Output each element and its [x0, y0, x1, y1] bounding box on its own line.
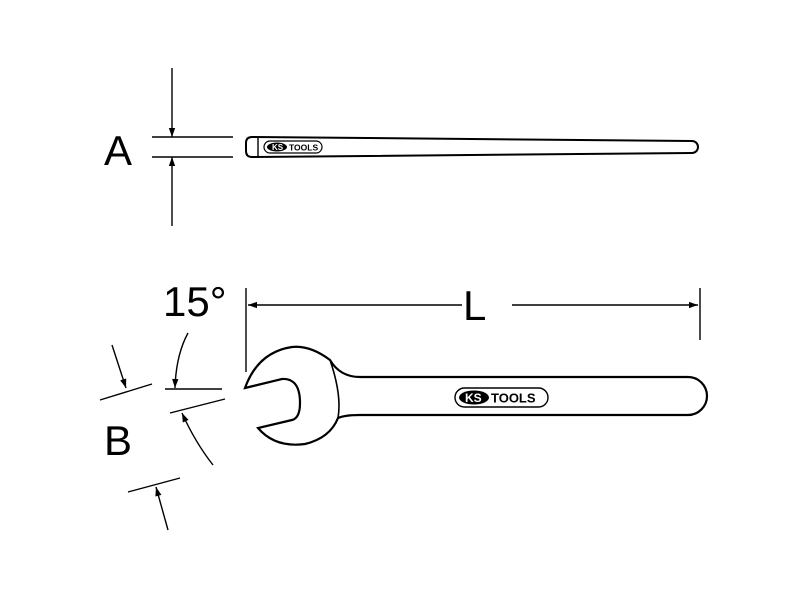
dimension-b: [99, 332, 226, 531]
dimension-l: [245, 288, 701, 372]
wrench-side-view: [245, 135, 699, 159]
logo-ks-text: KS: [465, 391, 482, 405]
logo-tools-text: TOOLS: [491, 391, 536, 406]
label-l: L: [463, 282, 486, 329]
ks-tools-logo-side: KS TOOLS: [267, 142, 318, 153]
logo-tools-text: TOOLS: [289, 143, 318, 153]
dimension-a: [152, 68, 233, 226]
label-a: A: [104, 127, 132, 174]
logo-ks-text: KS: [272, 143, 284, 152]
wrench-front-view: [243, 345, 709, 446]
ks-tools-logo-front: KS TOOLS: [454, 387, 549, 408]
label-angle: 15°: [163, 278, 227, 325]
label-b: B: [104, 417, 132, 464]
